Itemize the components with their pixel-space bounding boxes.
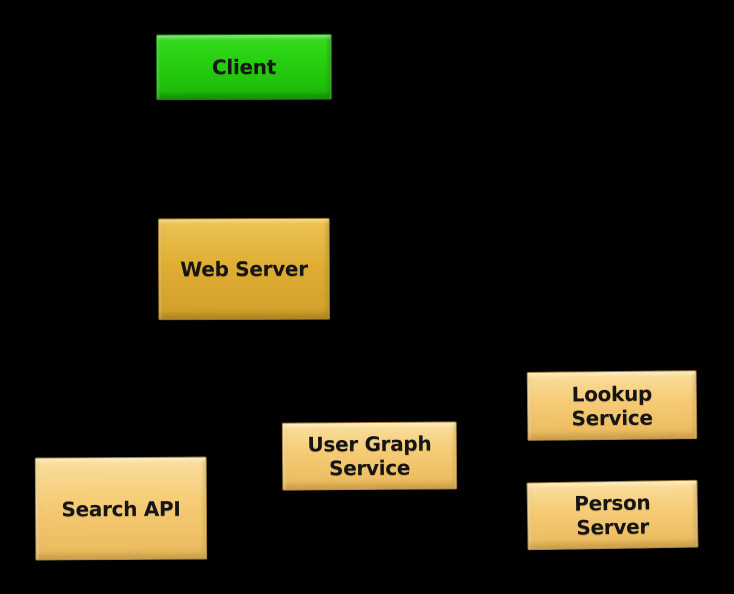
- node-client: Client: [155, 33, 333, 101]
- node-person-server: Person Server: [526, 479, 699, 551]
- node-user-graph-service: User Graph Service: [281, 421, 458, 491]
- node-web-server: Web Server: [157, 217, 331, 321]
- node-lookup-service-label: Lookup Service: [571, 381, 653, 430]
- node-search-api: Search API: [34, 456, 208, 561]
- node-web-server-label: Web Server: [180, 256, 308, 282]
- node-search-api-label: Search API: [61, 496, 181, 521]
- node-person-server-label: Person Server: [574, 490, 651, 540]
- node-lookup-service: Lookup Service: [526, 370, 698, 441]
- node-user-graph-service-label: User Graph Service: [307, 431, 432, 481]
- node-client-label: Client: [211, 54, 277, 80]
